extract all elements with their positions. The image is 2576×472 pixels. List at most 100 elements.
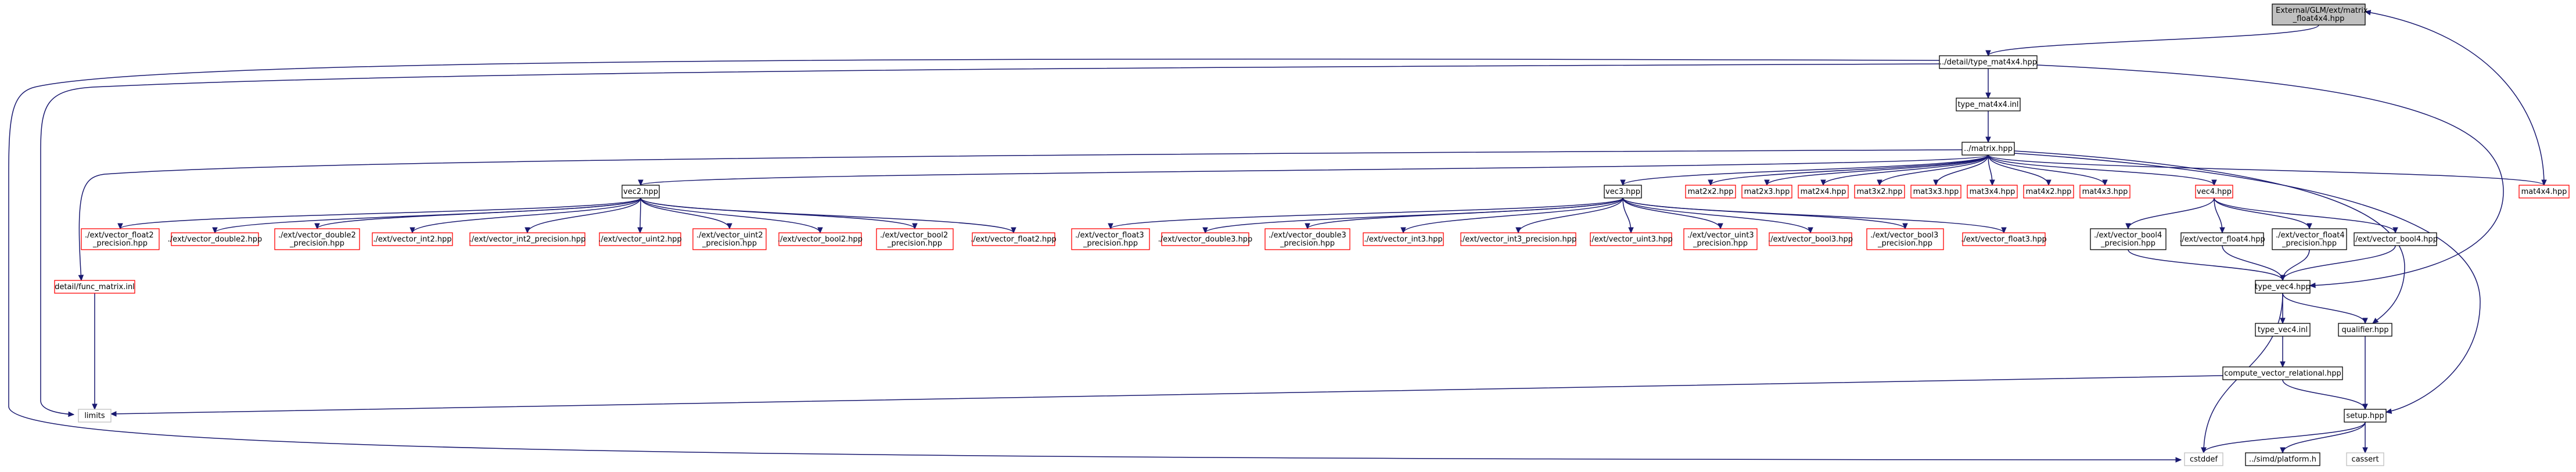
- edge-vec3_hpp-to-v3_bool3: [1622, 197, 1813, 234]
- node-func-matrix-inl: detail/func_matrix.inl: [54, 280, 135, 294]
- node-label-line: ./ext/vector_bool3.hpp: [1768, 235, 1853, 244]
- edge-arrowhead: [2309, 282, 2316, 289]
- edge-vec3_hpp-to-v3_uint3: [1622, 197, 1634, 234]
- edge-arrowhead: [524, 227, 530, 234]
- edge-setup_hpp-to-platform_h: [2280, 421, 2366, 454]
- node-type-mat4x4-inl[interactable]: type_mat4x4.inl: [1956, 98, 2021, 111]
- edge-v4_bool4-to-type_vec4_hpp: [2280, 245, 2396, 282]
- node-type-vec4-hpp[interactable]: type_vec4.hpp: [2255, 280, 2311, 294]
- node-vec3-hpp[interactable]: vec3.hpp: [1604, 185, 1642, 199]
- node-label-line: ./ext/vector_bool2: [880, 231, 948, 240]
- node-mat3x3: mat3x3.hpp: [1910, 185, 1961, 199]
- node-mat2x4: mat2x4.hpp: [1798, 185, 1849, 199]
- edge-line: [2036, 64, 2504, 286]
- node-box: [372, 232, 453, 246]
- edge-line: [8, 58, 2182, 460]
- node-mat4x4: mat4x4.hpp: [2518, 185, 2570, 199]
- edge-mat4x4-to-root: [2364, 9, 2545, 186]
- edge-matrix_hpp-to-vec4_hpp: [1988, 154, 2217, 186]
- node-label-line: External/GLM/ext/matrix: [2276, 6, 2368, 15]
- node-v3-bool3-prec: ./ext/vector_bool3_precision.hpp: [1866, 228, 1944, 250]
- node-v3-double3: ./ext/vector_double3.hpp: [1158, 232, 1252, 246]
- node-box: [1264, 228, 1350, 250]
- node-box: [1854, 185, 1905, 199]
- node-label-line: _precision.hpp: [2282, 239, 2337, 248]
- node-label-line: ./ext/vector_float2.hpp: [971, 235, 1057, 244]
- node-type-mat4x4-hpp[interactable]: ../detail/type_mat4x4.hpp: [1939, 55, 2038, 69]
- node-v2-int2: ./ext/vector_int2.hpp: [372, 232, 453, 246]
- edge-arrowhead: [1400, 227, 1406, 234]
- edge-arrowhead: [2392, 227, 2398, 234]
- edge-line: [412, 197, 641, 233]
- node-v2-uint2: ./ext/vector_uint2.hpp: [598, 232, 682, 246]
- edge-arrowhead: [727, 223, 732, 230]
- node-label-line: type_mat4x4.inl: [1957, 100, 2018, 109]
- node-setup-hpp[interactable]: setup.hpp: [2344, 409, 2387, 423]
- edge-line: [640, 154, 1989, 186]
- node-label-line: vec2.hpp: [623, 188, 658, 196]
- node-cstddef: cstddef: [2184, 452, 2223, 466]
- edge-arrowhead: [2280, 447, 2286, 454]
- node-platform-h[interactable]: ../simd/platform.h: [2245, 452, 2320, 466]
- edge-vec4_hpp-to-v4_bool4_prec: [2125, 197, 2215, 230]
- edge-root-to-type_mat4x4_hpp: [1985, 24, 2319, 57]
- edge-line: [1823, 154, 1989, 186]
- edge-line: [2214, 197, 2310, 229]
- edge-arrowhead: [1628, 227, 1634, 234]
- node-label-line: ./ext/vector_uint3: [1687, 231, 1754, 240]
- edge-arrowhead: [817, 227, 823, 234]
- node-matrix-hpp[interactable]: ../matrix.hpp: [1961, 142, 2015, 156]
- edge-vec2_hpp-to-v2_double2: [212, 197, 641, 234]
- node-label-line: vec3.hpp: [1605, 188, 1640, 196]
- node-v2-double2: ./ext/vector_double2.hpp: [168, 232, 262, 246]
- edge-vec4_hpp-to-v4_float4: [2214, 197, 2225, 234]
- edge-arrowhead: [1985, 50, 1991, 57]
- node-label-line: cassert: [2351, 455, 2379, 464]
- node-label-line: _precision.hpp: [1083, 239, 1138, 248]
- node-box: [274, 228, 360, 250]
- node-label-line: _precision.hpp: [1877, 239, 1932, 248]
- node-v4-float4[interactable]: ./ext/vector_float4.hpp: [2179, 232, 2265, 246]
- node-box: [778, 232, 862, 246]
- node-v4-bool4-prec[interactable]: ./ext/vector_bool4_precision.hpp: [2090, 228, 2167, 250]
- edge-type_vec4_hpp-to-qualifier_hpp: [2282, 293, 2368, 325]
- edge-arrowhead: [2362, 447, 2368, 454]
- node-box: [1939, 55, 2038, 69]
- node-label-line: ./ext/vector_bool4.hpp: [2353, 235, 2438, 244]
- node-v3-bool3: ./ext/vector_bool3.hpp: [1768, 232, 1853, 246]
- node-label-line: _precision.hpp: [887, 239, 942, 248]
- edge-arrowhead: [2201, 447, 2207, 454]
- node-mat3x2: mat3x2.hpp: [1854, 185, 1905, 199]
- node-box: [2346, 452, 2384, 466]
- edge-line: [1403, 197, 1623, 233]
- edge-arrowhead: [2362, 403, 2368, 410]
- edge-line: [527, 197, 641, 233]
- edge-arrowhead: [1989, 179, 1995, 186]
- node-box: [2354, 232, 2437, 246]
- edge-vec3_hpp-to-v3_int3: [1400, 197, 1623, 234]
- node-v2-float2-prec: ./ext/vector_float2_precision.hpp: [81, 228, 160, 250]
- node-type-vec4-inl[interactable]: type_vec4.inl: [2255, 323, 2311, 337]
- edge-line: [640, 197, 1014, 233]
- edge-type_vec4_inl-to-compute_vr: [2280, 336, 2286, 368]
- node-box: [1460, 232, 1576, 246]
- edge-line: [1622, 197, 2004, 233]
- node-box: [1363, 232, 1444, 246]
- node-box: [81, 228, 160, 250]
- node-qualifier-hpp[interactable]: qualifier.hpp: [2338, 323, 2392, 337]
- node-label-line: ../matrix.hpp: [1964, 145, 2013, 153]
- node-box: [692, 228, 767, 250]
- node-label-line: ./ext/vector_int3.hpp: [1364, 235, 1442, 244]
- node-compute-vr[interactable]: compute_vector_relational.hpp: [2222, 366, 2343, 380]
- node-label-line: ./ext/vector_uint2.hpp: [598, 235, 682, 244]
- node-v4-float4-prec[interactable]: ./ext/vector_float4_precision.hpp: [2272, 228, 2347, 250]
- edge-arrowhead: [1820, 179, 1826, 186]
- edge-line: [2365, 11, 2545, 186]
- node-v4-bool4[interactable]: ./ext/vector_bool4.hpp: [2353, 232, 2438, 246]
- node-label-line: _precision.hpp: [1693, 239, 1748, 248]
- edge-arrowhead: [2102, 179, 2108, 186]
- edge-arrowhead: [2175, 457, 2182, 463]
- node-label-line: ../detail/type_mat4x4.hpp: [1939, 58, 2037, 67]
- edge-line: [317, 197, 641, 229]
- node-vec2-hpp[interactable]: vec2.hpp: [621, 185, 660, 199]
